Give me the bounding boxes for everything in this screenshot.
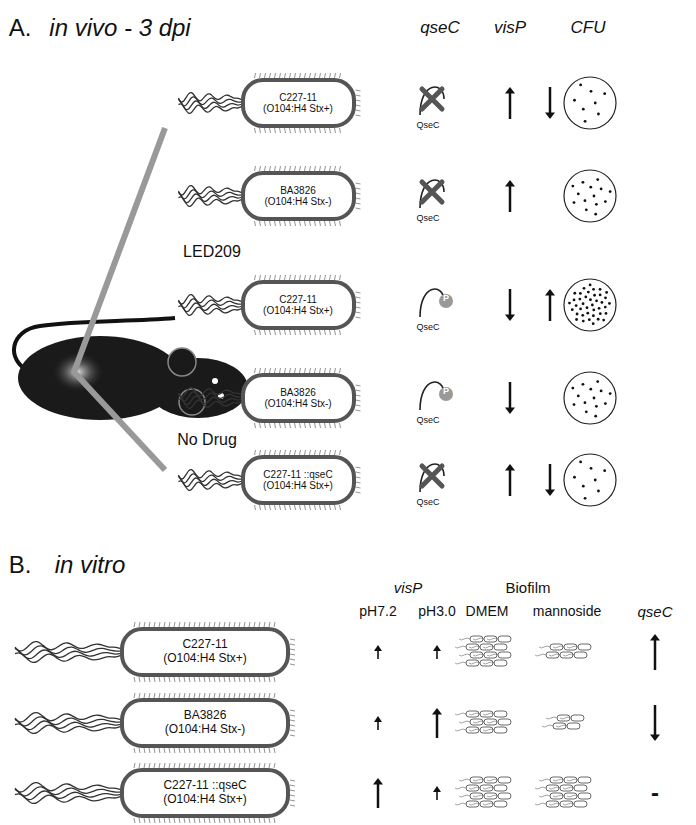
petri-dish bbox=[564, 170, 616, 222]
arrow-head bbox=[650, 735, 660, 742]
cell-appendages bbox=[15, 73, 361, 823]
arrow-head bbox=[545, 490, 555, 497]
panel-b-label: pH7.2 bbox=[359, 604, 396, 619]
arrow-head bbox=[505, 315, 515, 322]
arrow-head bbox=[650, 634, 660, 641]
strain-name: BA3826 bbox=[280, 387, 316, 399]
strain-name: (O104:H4 Stx+) bbox=[263, 305, 333, 317]
panel-b-label: - bbox=[651, 780, 659, 806]
arrow-head bbox=[374, 716, 382, 722]
strain-name: (O104:H4 Stx+) bbox=[263, 480, 333, 492]
petri-dish bbox=[564, 372, 616, 424]
cross-mark bbox=[422, 89, 442, 109]
strain-name: (O104:H4 Stx-) bbox=[264, 196, 331, 208]
bacterium-cell: C227-11(O104:H4 Stx+) bbox=[241, 280, 356, 330]
strain-name: (O104:H4 Stx-) bbox=[264, 398, 331, 410]
petri-dish bbox=[564, 454, 616, 506]
panel-a-label: visP bbox=[494, 19, 526, 38]
panel-a-label: LED209 bbox=[183, 243, 241, 261]
panel-a-label: P bbox=[443, 294, 449, 304]
arrow-head bbox=[432, 708, 442, 715]
qsec-protein bbox=[420, 180, 444, 208]
panel-b-label: qseC bbox=[637, 604, 672, 621]
panel-b-label: visP bbox=[394, 580, 422, 597]
strain-name: (O104:H4 Stx+) bbox=[263, 103, 333, 115]
strain-name: (O104:H4 Stx+) bbox=[163, 793, 247, 807]
change-arrow bbox=[654, 705, 657, 736]
symbols bbox=[373, 77, 660, 808]
strain-name: (O104:H4 Stx-) bbox=[165, 723, 246, 737]
strain-name: C227-11 ::qseC bbox=[263, 469, 332, 481]
cross-mark bbox=[422, 182, 442, 202]
mouse-figure bbox=[14, 128, 260, 470]
panel-b-label: in vitro bbox=[55, 552, 126, 578]
panel-b-label: mannoside bbox=[533, 604, 602, 619]
panel-a-label: QseC bbox=[416, 214, 439, 224]
change-arrow bbox=[509, 185, 512, 212]
strain-name: C227-11 bbox=[279, 92, 317, 104]
arrow-head bbox=[505, 87, 515, 94]
panel-a-label: qseC bbox=[420, 19, 460, 38]
petri-dish bbox=[564, 77, 616, 129]
arrow-head bbox=[505, 464, 515, 471]
strain-name: C227-11 bbox=[279, 294, 317, 306]
strain-name: C227-11 bbox=[182, 638, 227, 652]
strain-name: BA3826 bbox=[280, 185, 316, 197]
panel-b-label: B. bbox=[9, 552, 32, 578]
qsec-protein bbox=[420, 87, 444, 115]
qsec-protein bbox=[420, 464, 444, 492]
bacterium-cell: C227-11 ::qseC(O104:H4 Stx+) bbox=[241, 455, 356, 505]
bacterium-cell: BA3826(O104:H4 Stx-) bbox=[241, 373, 356, 423]
strain-name: (O104:H4 Stx+) bbox=[163, 652, 247, 666]
change-arrow bbox=[509, 382, 512, 409]
change-arrow bbox=[509, 289, 512, 316]
arrow-head bbox=[433, 786, 441, 792]
panel-a-label: QseC bbox=[416, 121, 439, 131]
phosphate-circle bbox=[439, 294, 453, 308]
change-arrow bbox=[549, 294, 552, 321]
change-arrow bbox=[549, 464, 552, 491]
change-arrow bbox=[654, 639, 657, 670]
arrow-head bbox=[374, 645, 382, 651]
panel-b-label: Biofilm bbox=[505, 580, 550, 597]
bacterium-cell: C227-11(O104:H4 Stx+) bbox=[120, 627, 290, 677]
panel-a-label: P bbox=[443, 387, 449, 397]
change-arrow bbox=[436, 713, 439, 738]
panel-b-label: pH3.0 bbox=[418, 604, 455, 619]
arrow-head bbox=[505, 408, 515, 415]
bacterium-cell: BA3826(O104:H4 Stx-) bbox=[241, 171, 356, 221]
arrow-head bbox=[373, 778, 383, 785]
panel-a-label: CFU bbox=[571, 19, 606, 38]
change-arrow bbox=[549, 87, 552, 114]
panel-a-label: QseC bbox=[416, 323, 439, 333]
phosphate-circle bbox=[439, 387, 453, 401]
strain-name: BA3826 bbox=[184, 709, 227, 723]
panel-a-label: QseC bbox=[416, 498, 439, 508]
arrow-head bbox=[545, 289, 555, 296]
arrow-head bbox=[505, 180, 515, 187]
bacterium-cell: C227-11 ::qseC(O104:H4 Stx+) bbox=[120, 768, 290, 818]
change-arrow bbox=[377, 783, 380, 808]
strain-name: C227-11 ::qseC bbox=[163, 779, 246, 793]
bacterium-cell: BA3826(O104:H4 Stx-) bbox=[120, 698, 290, 748]
panel-a-label: A. bbox=[9, 15, 32, 41]
bacterium-cell: C227-11(O104:H4 Stx+) bbox=[241, 78, 356, 128]
panel-b-label: DMEM bbox=[466, 604, 509, 619]
change-arrow bbox=[509, 92, 512, 119]
panel-a-label: QseC bbox=[416, 416, 439, 426]
arrow-head bbox=[433, 645, 441, 651]
panel-a-label: in vivo - 3 dpi bbox=[49, 15, 190, 41]
arrow-head bbox=[545, 113, 555, 120]
petri-dish bbox=[564, 279, 616, 331]
panel-a-label: No Drug bbox=[177, 431, 237, 449]
change-arrow bbox=[509, 469, 512, 496]
cross-mark bbox=[422, 466, 442, 486]
